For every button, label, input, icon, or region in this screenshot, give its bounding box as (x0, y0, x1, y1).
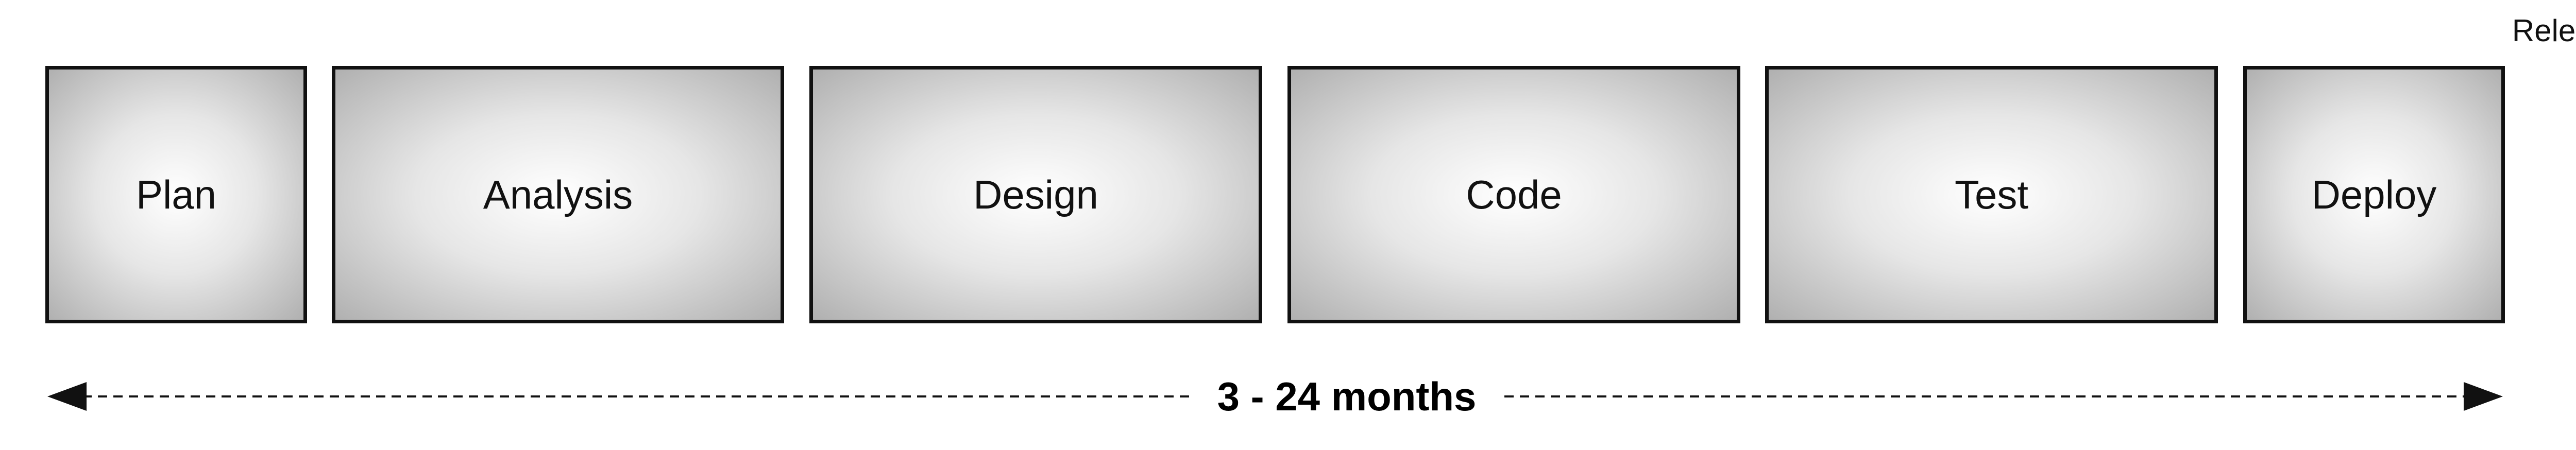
phase-label-design: Design (973, 172, 1098, 217)
timeline-arrowhead-right (2464, 382, 2503, 411)
phase-label-plan: Plan (135, 172, 217, 217)
phase-label-code: Code (1466, 172, 1562, 217)
phase-box-test: Test (1765, 66, 2218, 323)
phase-box-design: Design (809, 66, 1262, 323)
release-label: Release (2512, 13, 2576, 48)
duration-label: 3 - 24 months (1192, 371, 1501, 422)
phase-box-analysis: Analysis (332, 66, 784, 323)
phase-label-test: Test (1954, 172, 2029, 217)
phase-box-code: Code (1287, 66, 1740, 323)
phase-label-deploy: Deploy (2311, 172, 2437, 217)
timeline-arrowhead-left (47, 382, 87, 411)
phase-box-deploy: Deploy (2243, 66, 2505, 323)
phase-box-plan: Plan (45, 66, 307, 323)
phase-label-analysis: Analysis (483, 172, 633, 217)
